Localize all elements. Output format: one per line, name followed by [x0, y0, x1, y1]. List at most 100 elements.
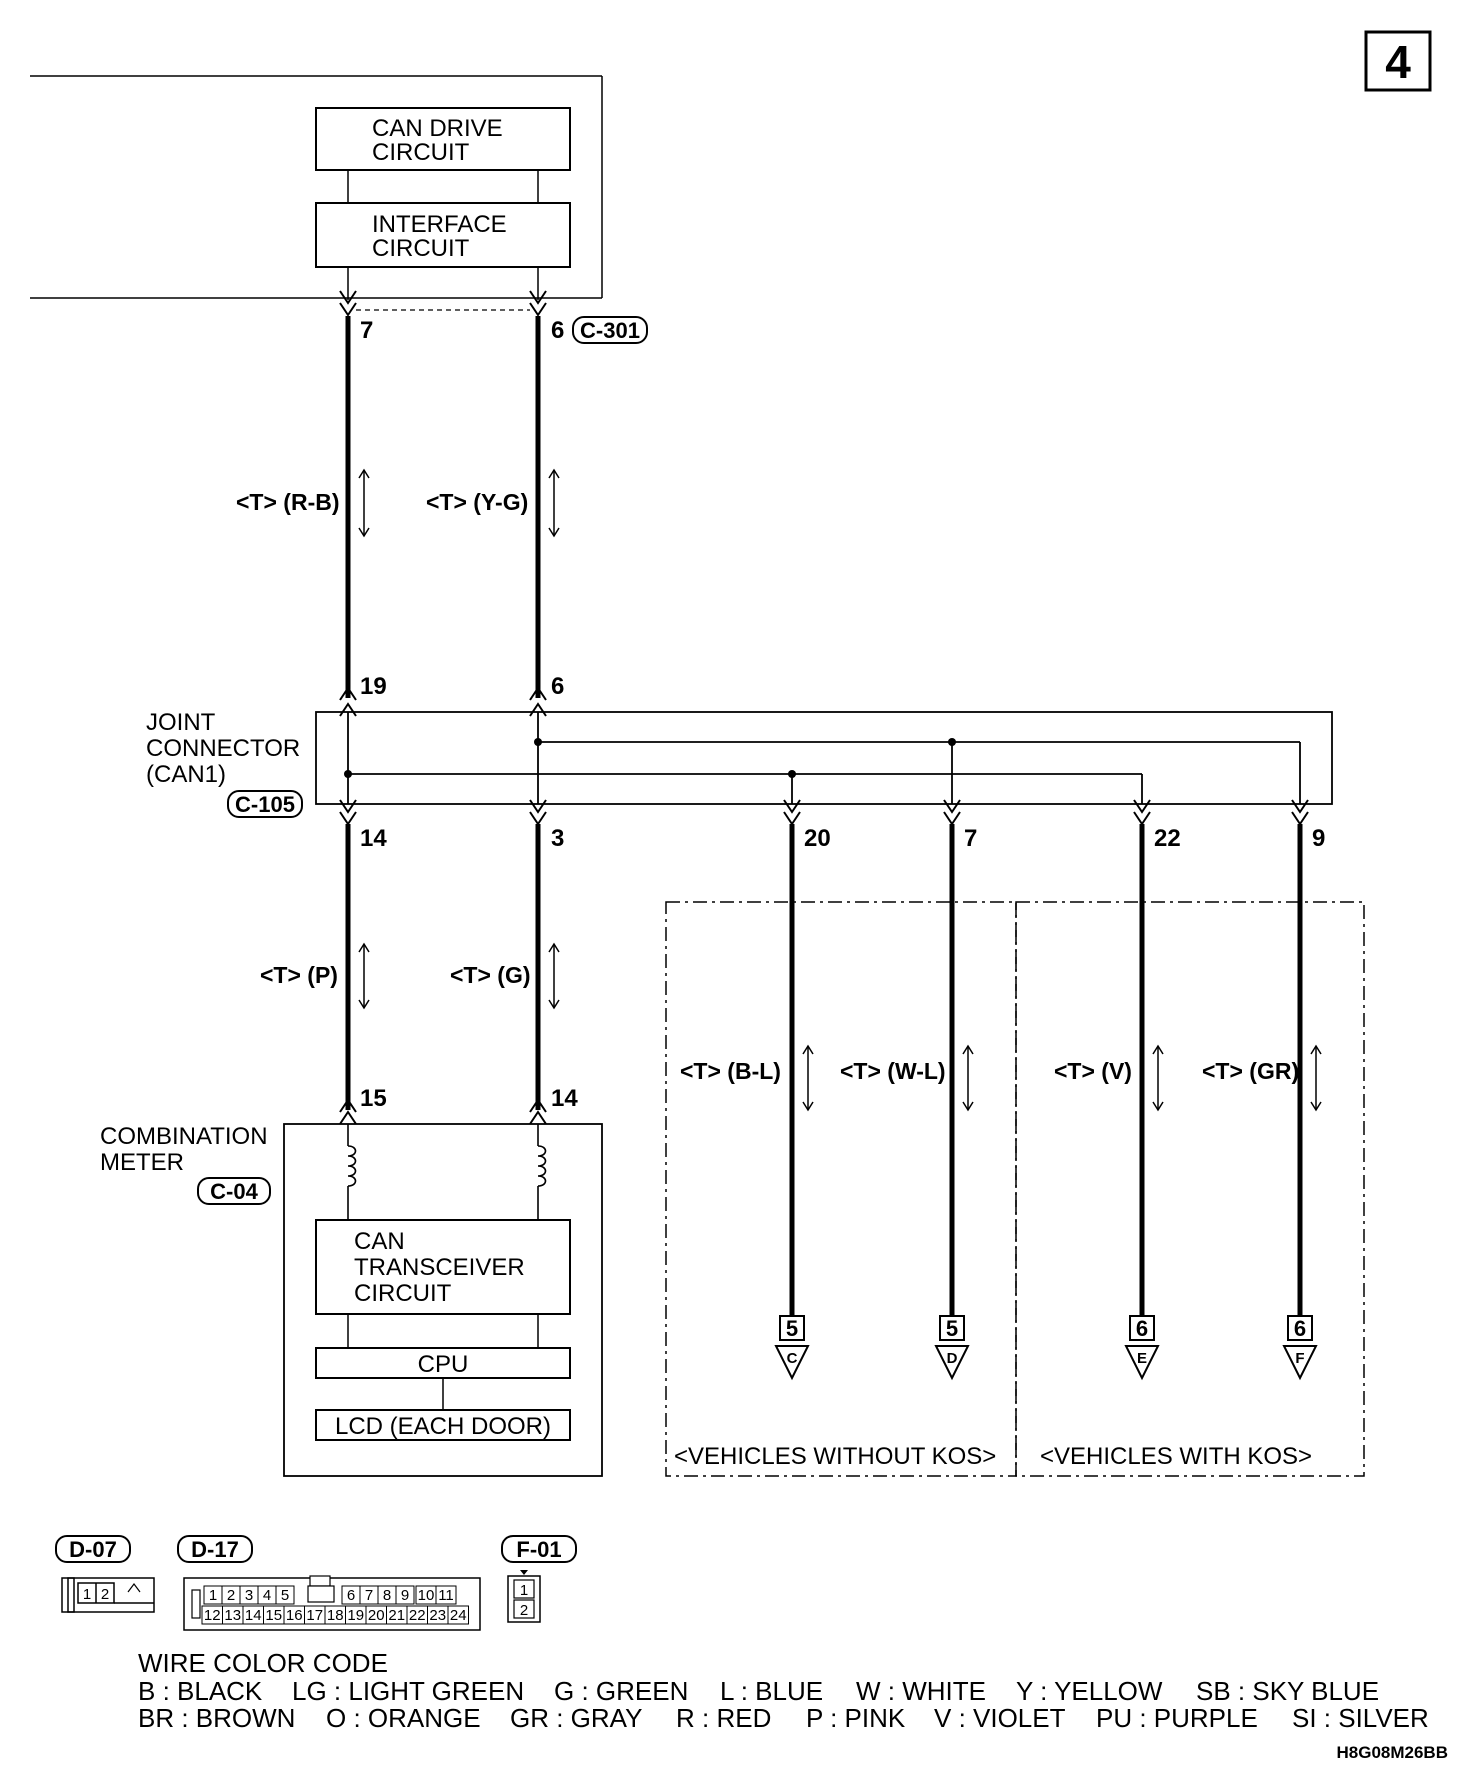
pin-joint-19: 19 [360, 673, 387, 700]
d17-pin-label: 14 [245, 1607, 262, 1624]
joint-connector-box [315, 711, 1333, 805]
wire-color-entry: O : ORANGE [326, 1703, 481, 1733]
zone-with-kos-label: <VEHICLES WITH KOS> [1040, 1443, 1312, 1470]
d17-pin-label: 19 [347, 1607, 364, 1624]
coil-left-icon [347, 1124, 357, 1220]
offpage-d-letter: D [947, 1350, 958, 1367]
pin-meter-15: 15 [360, 1085, 387, 1112]
wire-label-rb: <T> (R-B) [236, 489, 340, 515]
cpu-label: CPU [418, 1351, 469, 1378]
offpage-d: 5 D [934, 1315, 970, 1381]
d17-pin-label: 23 [429, 1607, 446, 1624]
pin-out-22: 22 [1154, 825, 1181, 852]
coil-right-icon [537, 1124, 547, 1220]
pin-out-7: 7 [964, 825, 977, 852]
d17-pin-label: 11 [438, 1587, 454, 1604]
page-number: 4 [1385, 36, 1411, 88]
connector-view-d07: D-07 1 2 [55, 1535, 155, 1613]
wire-label-p: <T> (P) [260, 962, 338, 988]
can-drive-line1: CAN DRIVE [372, 115, 503, 142]
zone-without-kos: <VEHICLES WITHOUT KOS> [665, 901, 1017, 1477]
f01-pin-2: 2 [520, 1602, 528, 1619]
d17-pin-cell [275, 1585, 295, 1605]
d17-pin-label: 7 [365, 1587, 373, 1604]
offpage-e-page: 6 [1136, 1316, 1148, 1341]
offpage-c: 5 C [774, 1315, 810, 1381]
d17-pin-cell [447, 1605, 469, 1625]
d17-pin-label: 20 [368, 1607, 385, 1624]
interface-line2: CIRCUIT [372, 235, 470, 262]
d17-pin-label: 4 [263, 1587, 271, 1604]
wire-color-entry: G : GREEN [554, 1676, 688, 1706]
d17-pin-label: 6 [347, 1587, 355, 1604]
d17-pin-label: 5 [281, 1587, 289, 1604]
lcd-block: LCD (EACH DOOR) [315, 1409, 571, 1441]
interface-circuit-block: INTERFACE CIRCUIT [315, 202, 571, 268]
bidir-arrow-top-right [548, 468, 560, 538]
combination-meter-box [283, 1123, 603, 1477]
wire-color-entry: W : WHITE [856, 1676, 986, 1706]
bidir-arrows-branches [802, 1044, 1322, 1112]
ecu-outline [30, 75, 603, 299]
wire-color-entry: R : RED [676, 1703, 771, 1733]
wire-label-gr: <T> (GR) [1202, 1058, 1299, 1084]
pin-out-3: 3 [551, 825, 564, 852]
d07-pin-2: 2 [101, 1586, 109, 1603]
d17-pin-cell [435, 1585, 457, 1605]
d17-pin-label: 1 [209, 1587, 217, 1604]
wire-color-code-title: WIRE COLOR CODE [138, 1648, 388, 1678]
pin-joint-6: 6 [551, 673, 564, 700]
offpage-d-page: 5 [946, 1316, 958, 1341]
transceiver-line2: TRANSCEIVER [354, 1254, 525, 1281]
page-number-box: 4 [1364, 30, 1432, 92]
meter-label-line2: METER [100, 1149, 184, 1176]
joint-label-line3: (CAN1) [146, 761, 226, 788]
bidir-arrow-mid-right [548, 942, 560, 1010]
d17-pin-label: 8 [383, 1587, 391, 1604]
wire-color-entry: BR : BROWN [138, 1703, 295, 1733]
can-drive-line2: CIRCUIT [372, 139, 470, 166]
ecu-connector-arrows [339, 290, 547, 317]
can-drive-circuit-block: CAN DRIVE CIRCUIT [315, 107, 571, 171]
connector-c301-badge: C-301 [572, 316, 648, 344]
d17-pin-label: 2 [227, 1587, 235, 1604]
pin-out-20: 20 [804, 825, 831, 852]
pin-ecu-left: 7 [360, 317, 373, 344]
d17-pin-label: 3 [245, 1587, 253, 1604]
offpage-c-page: 5 [786, 1316, 798, 1341]
offpage-f-letter: F [1295, 1350, 1304, 1367]
bidir-arrow-top-left [358, 468, 370, 538]
d17-pin-label: 21 [388, 1607, 405, 1624]
connector-c04-badge: C-04 [197, 1177, 271, 1205]
d17-pin-label: 9 [401, 1587, 409, 1604]
wire-color-entry: SI : SILVER [1292, 1703, 1429, 1733]
meter-input-arrows [339, 1098, 547, 1125]
pin-out-14: 14 [360, 825, 387, 852]
connector-c105-badge: C-105 [227, 790, 303, 818]
connector-c105: C-105 [235, 792, 295, 817]
connector-f01-label: F-01 [516, 1537, 561, 1562]
f01-pin-1: 1 [520, 1582, 528, 1599]
wire-color-entry: SB : SKY BLUE [1196, 1676, 1379, 1706]
offpage-f-page: 6 [1294, 1316, 1306, 1341]
connector-view-f01: F-01 1 2 [501, 1535, 577, 1623]
can-transceiver-block: CAN TRANSCEIVER CIRCUIT [315, 1219, 571, 1315]
interface-line1: INTERFACE [372, 211, 507, 238]
pin-meter-14: 14 [551, 1085, 578, 1112]
zone-with-kos: <VEHICLES WITH KOS> [1015, 901, 1365, 1477]
connector-d07-label: D-07 [69, 1537, 117, 1562]
d17-pin-label: 22 [409, 1607, 426, 1624]
wire-color-entry: V : VIOLET [934, 1703, 1066, 1733]
d17-pin-label: 24 [450, 1607, 467, 1624]
d17-pin-label: 10 [418, 1587, 435, 1604]
offpage-e-letter: E [1137, 1350, 1147, 1367]
wire-color-entry: LG : LIGHT GREEN [292, 1676, 524, 1706]
bidir-arrow-mid-left [358, 942, 370, 1010]
wire-color-entry: P : PINK [806, 1703, 906, 1733]
